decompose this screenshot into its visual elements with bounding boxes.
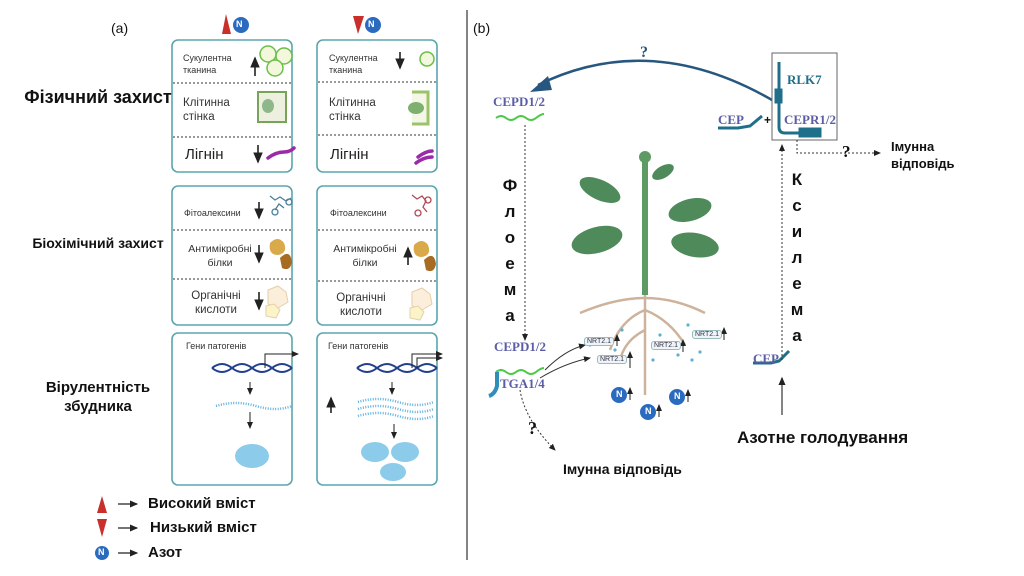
low-n-symbol: N (368, 19, 375, 29)
pathogen-genes-label-high: Гени патогенів (186, 341, 247, 351)
cep-top-label: CEP (718, 112, 744, 127)
cepd-bottom-label: CEPD1/2 (494, 339, 546, 354)
plus-sign: + (764, 113, 772, 127)
legend-low-label: Низький вміст (150, 519, 257, 536)
panel-b-label: (b) (473, 20, 491, 36)
receptor-box (771, 52, 838, 141)
succulent-label-low: Сукулентна тканина (329, 53, 378, 75)
high-n-biochemical-box (171, 185, 293, 326)
high-n-virulence-box (171, 332, 293, 486)
protein-cloud-icon (235, 442, 419, 481)
antimicrobial-protein-icon (269, 239, 436, 272)
legend-low-icon (97, 519, 107, 537)
lignin-label-low: Лігнін (330, 146, 369, 163)
cell-wall-label-low: Клітинна стінка (329, 97, 376, 123)
low-n-physical-box (316, 39, 438, 173)
low-n-virulence-box (316, 332, 438, 486)
immune-response-bottom: Імунна відповідь (563, 461, 682, 477)
panel-a-label: (a) (111, 20, 129, 36)
nrt-label-4: NRT2.1 (692, 330, 722, 339)
organic-acids-label-high: Органічні кислоти (191, 290, 241, 316)
nrt-label-2: NRT2.1 (597, 355, 627, 364)
cell-wall-label-high: Клітинна стінка (183, 97, 230, 123)
lignin-label-high: Лігнін (185, 146, 224, 163)
antimicrobial-label-low: Антимікробні білки (333, 243, 397, 269)
mrna-icon (215, 397, 435, 421)
immune-response-right: Імунна відповідь (891, 139, 955, 171)
cepd-top-label: CEPD1/2 (493, 94, 545, 109)
receptor-icon (774, 62, 822, 138)
antimicrobial-label-high: Антимікробні білки (188, 243, 252, 269)
bottom-question: ? (528, 418, 537, 438)
succulent-label-high: Сукулентна тканина (183, 53, 232, 75)
immune-bottom-line (519, 389, 556, 451)
high-nitrogen-header-icon (222, 14, 249, 34)
high-n-physical-box (171, 39, 293, 173)
nitrogen-starvation-label: Азотне голодування (737, 428, 909, 447)
legend-high-icon (97, 496, 107, 513)
succulent-cells-icon (259, 45, 435, 77)
cell-wall-icon (257, 90, 430, 126)
cep-bottom-label: CEP (753, 351, 779, 366)
lignin-icon (266, 146, 434, 165)
nrt-label-1: NRT2.1 (584, 337, 614, 346)
n-root-2: N (645, 406, 652, 416)
cepd-top-protein-icon (495, 113, 545, 121)
low-nitrogen-header-icon (353, 16, 381, 34)
immune-right-line (796, 140, 881, 156)
tga-protein-icon (488, 372, 499, 398)
phytoalexin-label-low: Фітоалексини (330, 208, 387, 218)
organic-acid-icon (265, 285, 433, 321)
transcription-arrow (264, 351, 299, 368)
curve-question: ? (640, 44, 648, 61)
dna-icon (211, 363, 438, 373)
plant-illustration (571, 151, 727, 420)
rlk7-label: RLK7 (787, 72, 822, 87)
low-n-biochemical-box (316, 185, 438, 326)
organic-acids-label-low: Органічні кислоти (336, 292, 386, 318)
high-n-symbol: N (236, 19, 243, 29)
legend-n-symbol: N (98, 547, 105, 557)
cep-top-peptide-icon (718, 114, 763, 130)
signal-curve-arrow (537, 59, 773, 102)
nrt-label-3: NRT2.1 (651, 341, 681, 350)
phytoalexin-icon (269, 194, 432, 217)
physical-defense-label: Фізичний захист (24, 87, 172, 107)
right-question: ? (842, 142, 851, 161)
phytoalexin-label-high: Фітоалексини (184, 208, 241, 218)
tga-label: TGA1/4 (500, 376, 545, 391)
biochemical-defense-label: Біохімічний захист (32, 235, 164, 251)
virulence-label: Вірулентність збудника (45, 379, 151, 415)
cepd-bottom-protein-icon (495, 367, 545, 375)
legend-nitrogen-label: Азот (148, 544, 183, 561)
pathogen-genes-label-low: Гени патогенів (328, 341, 389, 351)
cepr-label: CEPR1/2 (784, 112, 836, 127)
cep-bottom-peptide-icon (753, 349, 791, 365)
n-root-1: N (616, 389, 623, 399)
legend-nitrogen-icon (95, 546, 109, 560)
legend-high-label: Високий вміст (148, 495, 256, 512)
n-root-3: N (674, 391, 681, 401)
curve-arrowhead (530, 76, 552, 92)
